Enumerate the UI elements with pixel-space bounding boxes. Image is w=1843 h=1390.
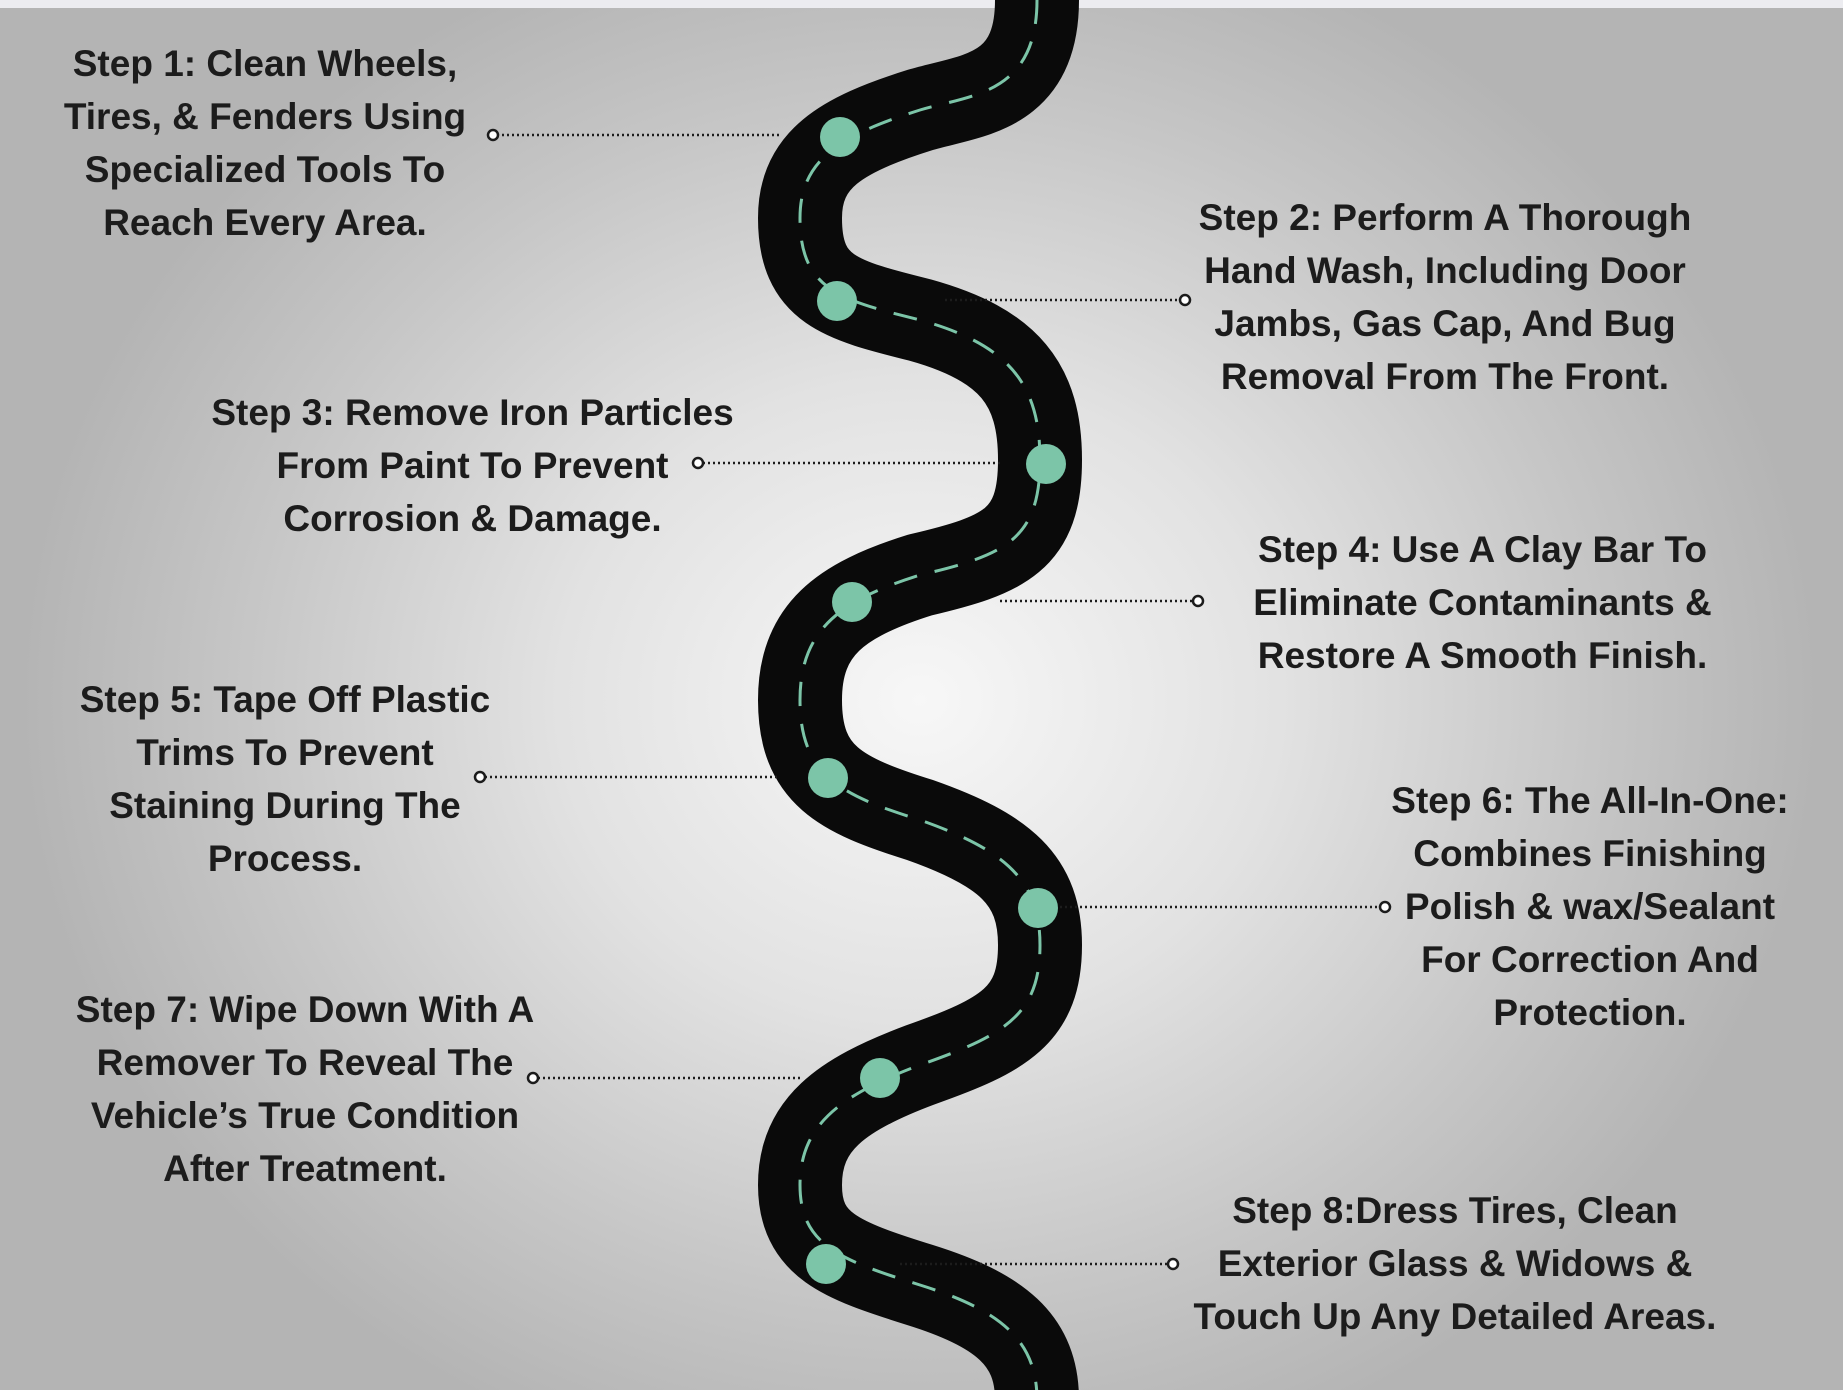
connector-end-circle	[526, 1071, 540, 1085]
step-5-text: Step 5: Tape Off Plastic Trims To Preven…	[79, 679, 491, 879]
step-6-text: Step 6: The All-In-One: Combines Finishi…	[1391, 780, 1789, 1033]
road	[757, 0, 1083, 1390]
connector-end-circle	[691, 456, 705, 470]
step-2-text: Step 2: Perform A Thorough Hand Wash, In…	[1198, 197, 1692, 397]
milestone-dot-4	[832, 582, 872, 622]
step-4-text: Step 4: Use A Clay Bar To Eliminate Cont…	[1253, 529, 1712, 676]
milestone-dot-7	[860, 1058, 900, 1098]
connector-8	[900, 1257, 1180, 1271]
milestone-dot-8	[806, 1244, 846, 1284]
step-8-text: Step 8:Dress Tires, Clean Exterior Glass…	[1193, 1190, 1717, 1337]
step-1-text: Step 1: Clean Wheels, Tires, & Fenders U…	[63, 43, 467, 243]
step-3-text: Step 3: Remove Iron Particles From Paint…	[211, 392, 734, 539]
milestone-dot-3	[1026, 444, 1066, 484]
connector-1	[486, 128, 780, 142]
connector-end-circle	[1378, 900, 1392, 914]
connector-7	[526, 1071, 800, 1085]
top-strip	[0, 0, 1843, 8]
connector-end-circle	[473, 770, 487, 784]
milestone-dot-1	[820, 117, 860, 157]
connector-4	[1000, 594, 1205, 608]
connector-3	[691, 456, 1000, 470]
connector-end-circle	[1166, 1257, 1180, 1271]
connector-6	[1040, 900, 1392, 914]
lane-dashes	[798, 0, 1042, 1390]
milestone-dot-2	[817, 281, 857, 321]
step-7-text: Step 7: Wipe Down With A Remover To Reve…	[75, 989, 535, 1189]
milestone-dot-6	[1018, 888, 1058, 928]
connector-end-circle	[1191, 594, 1205, 608]
connector-2	[945, 293, 1192, 307]
milestone-dot-5	[808, 758, 848, 798]
connector-5	[473, 770, 780, 784]
connector-end-circle	[1178, 293, 1192, 307]
connector-end-circle	[486, 128, 500, 142]
